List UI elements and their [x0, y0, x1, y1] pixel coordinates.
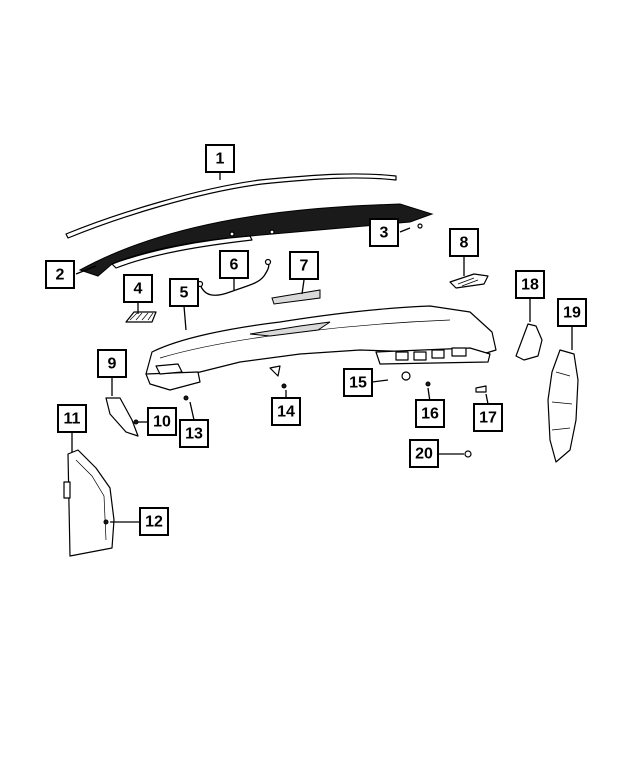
- callout-label-16: 16: [421, 406, 439, 423]
- callout-label-8: 8: [460, 235, 469, 252]
- part-2-3-upper-panel: [78, 203, 434, 277]
- callout-label-13: 13: [185, 426, 203, 443]
- callout-label-2: 2: [56, 267, 65, 284]
- callout-18: 18: [515, 270, 545, 299]
- part-1-weatherstrip: [65, 173, 397, 239]
- callout-label-17: 17: [479, 410, 497, 427]
- callout-17: 17: [473, 403, 503, 432]
- callout-label-1: 1: [216, 151, 225, 168]
- part-9-bracket: [105, 397, 139, 437]
- callout-4: 4: [123, 274, 153, 303]
- leader-lines: [71, 172, 573, 523]
- part-19-side-panel: [547, 349, 579, 463]
- callout-label-3: 3: [380, 225, 389, 242]
- callout-3: 3: [369, 218, 399, 247]
- callout-12: 12: [139, 507, 169, 536]
- callout-label-19: 19: [563, 305, 581, 322]
- callout-label-20: 20: [415, 446, 433, 463]
- callout-13: 13: [179, 419, 209, 448]
- part-8-vent: [449, 273, 489, 289]
- part-11-side-panel: [63, 449, 115, 557]
- callout-label-9: 9: [108, 356, 117, 373]
- part-16-screw: [425, 381, 431, 387]
- callout-label-12: 12: [145, 514, 163, 531]
- part-18-bracket: [515, 323, 543, 361]
- callout-label-5: 5: [180, 285, 189, 302]
- part-20-nut: [464, 450, 472, 458]
- callout-20: 20: [409, 439, 439, 468]
- part-14-screw: [281, 383, 287, 389]
- callout-9: 9: [97, 349, 127, 378]
- callout-label-14: 14: [277, 404, 295, 421]
- fasteners: [183, 371, 487, 458]
- part-13-screw: [183, 395, 189, 401]
- callout-11: 11: [57, 404, 87, 433]
- callout-19: 19: [557, 298, 587, 327]
- callout-6: 6: [219, 250, 249, 279]
- callout-1: 1: [205, 144, 235, 173]
- callout-2: 2: [45, 260, 75, 289]
- callout-label-15: 15: [349, 375, 367, 392]
- callout-label-10: 10: [153, 414, 171, 431]
- part-15-nut: [401, 371, 411, 381]
- callout-16: 16: [415, 399, 445, 428]
- part-6-harness: [196, 258, 272, 296]
- part-5-instrument-panel: [145, 305, 497, 391]
- callout-label-7: 7: [300, 258, 309, 275]
- callout-14: 14: [271, 397, 301, 426]
- part-4-vent: [125, 311, 157, 323]
- callout-5: 5: [169, 278, 199, 307]
- part-17-bolt: [475, 385, 487, 393]
- callout-label-11: 11: [64, 411, 81, 428]
- callout-8: 8: [449, 228, 479, 257]
- callouts: 1 2 3 4 5 6 7 8 9 10 11 12 13 14 15 16 1…: [45, 144, 587, 536]
- callout-label-4: 4: [134, 281, 143, 298]
- callout-label-6: 6: [230, 257, 239, 274]
- callout-7: 7: [289, 251, 319, 280]
- part-10-clip: [133, 419, 139, 425]
- callout-10: 10: [147, 407, 177, 436]
- callout-label-18: 18: [521, 277, 539, 294]
- callout-15: 15: [343, 368, 373, 397]
- part-7-trim: [271, 289, 321, 305]
